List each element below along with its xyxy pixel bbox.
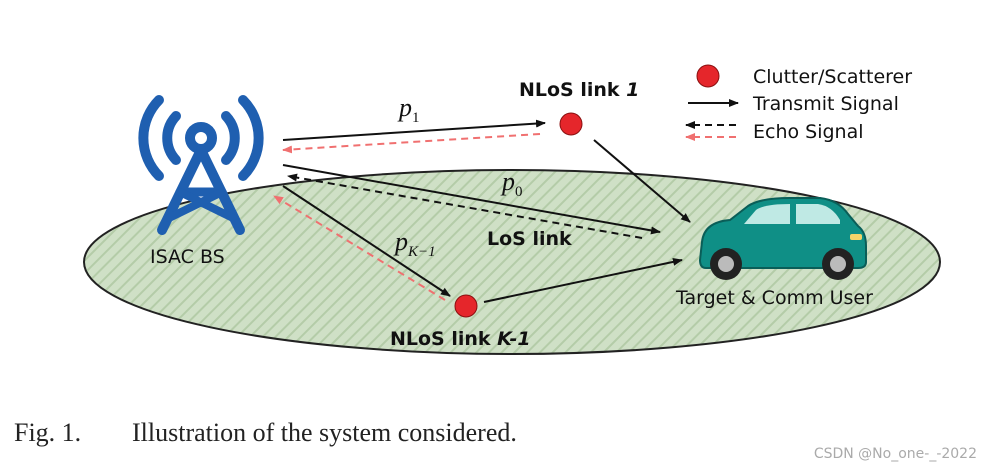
nlosK-label: NLoS link K-1 (390, 328, 531, 350)
legend-scatterer-swatch (696, 64, 720, 88)
echo-line-nlos1 (282, 133, 541, 154)
p0-label: p0 (500, 167, 523, 200)
legend-clutter-label: Clutter/Scatterer (753, 66, 912, 88)
bs-label: ISAC BS (150, 246, 225, 268)
scatterer-nlos1 (559, 112, 583, 136)
p1-label: p1 (397, 93, 420, 126)
figure-number: Fig. 1. (14, 418, 82, 447)
transmit-line-nlosK-to-target (483, 257, 683, 303)
nlos1-label: NLoS link 1 (519, 79, 639, 101)
figure-caption: Fig. 1. Illustration of the system consid… (14, 418, 517, 448)
pK-label: pK−1 (393, 227, 436, 260)
transmit-line-nlosK (282, 185, 451, 297)
figure-caption-text: Illustration of the system considered. (132, 418, 517, 447)
watermark: CSDN @No_one-_-2022 (813, 446, 977, 462)
scatterer-nlosK (454, 294, 478, 318)
legend: Clutter/Scatterer Transmit Signal Echo S… (685, 64, 912, 143)
ground-area (83, 169, 941, 355)
bs-tower-icon (138, 95, 264, 235)
car-icon (698, 197, 867, 280)
legend-transmit-label: Transmit Signal (752, 93, 899, 115)
echo-line-nlosK (273, 195, 446, 301)
transmit-line-los (282, 164, 661, 235)
transmit-line-nlos1 (282, 119, 546, 141)
legend-echo-label: Echo Signal (753, 121, 864, 143)
transmit-line-nlos1-to-target (593, 139, 691, 223)
target-label: Target & Comm User (675, 287, 873, 309)
los-label: LoS link (487, 228, 572, 250)
